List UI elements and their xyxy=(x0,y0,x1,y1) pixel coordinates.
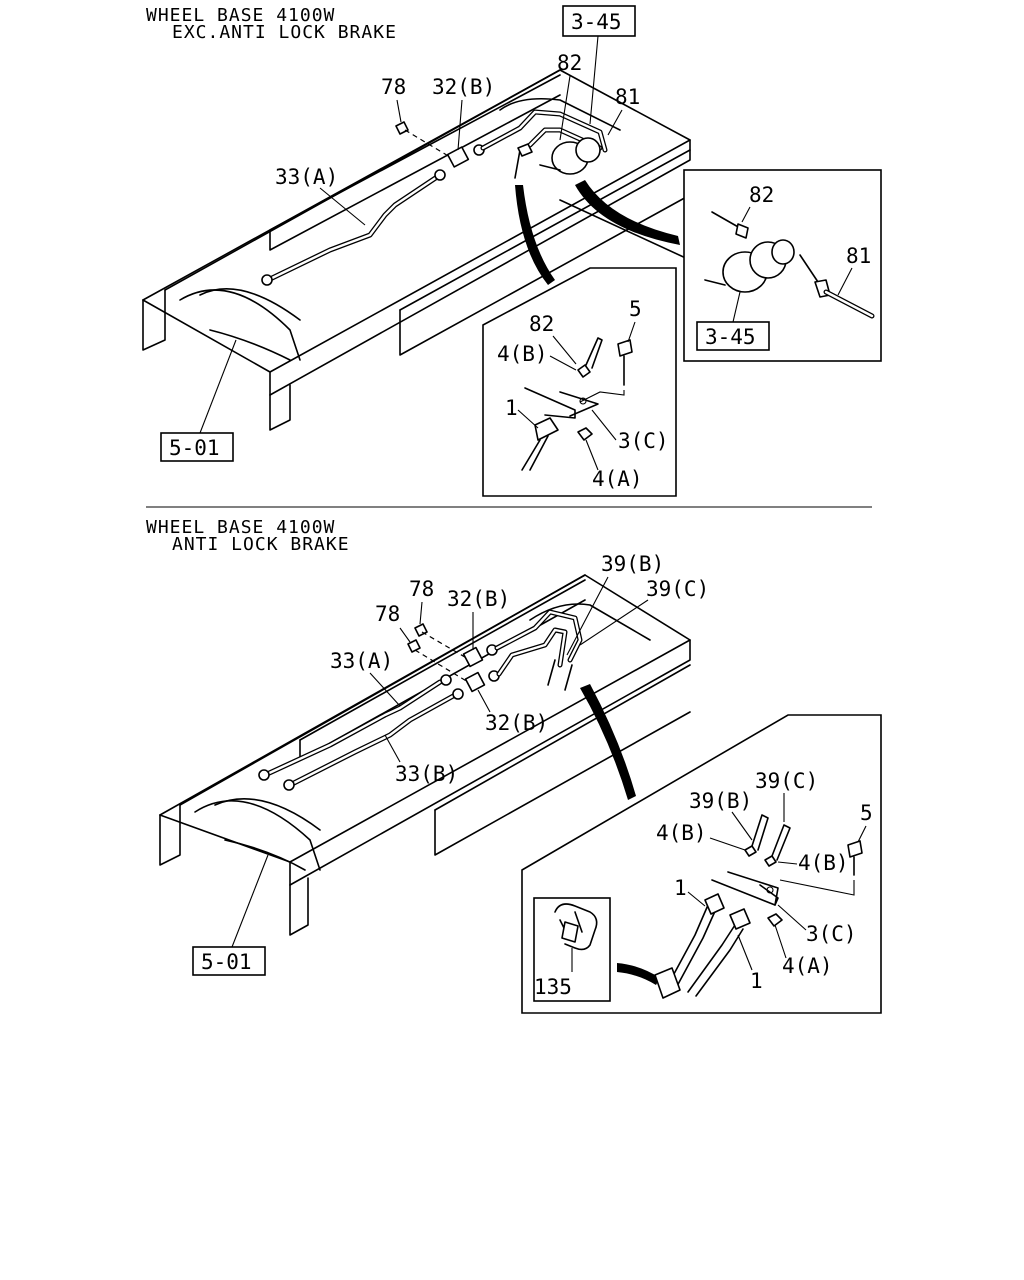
ref-box-5-01-bottom[interactable]: 5-01 xyxy=(192,946,266,976)
detail-bracket-top: 82 5 4(B) 1 3(C) 4(A) xyxy=(482,267,677,497)
label-5-detail-bottom: 5 xyxy=(860,801,873,825)
label-1-right-detail: 1 xyxy=(750,969,763,993)
arrow-to-clip xyxy=(617,963,660,985)
label-4a-detail: 4(A) xyxy=(592,467,643,491)
ref-box-5-01-top[interactable]: 5-01 xyxy=(160,432,234,462)
label-78-top: 78 xyxy=(381,75,406,99)
label-82-top: 82 xyxy=(557,51,582,75)
label-39c-detail: 39(C) xyxy=(755,769,818,793)
label-32b-top: 32(B) xyxy=(432,75,495,99)
pipe-33a-top xyxy=(261,169,446,286)
top-heading-line2: EXC.ANTI LOCK BRAKE xyxy=(172,22,397,43)
label-33a-top: 33(A) xyxy=(275,165,338,189)
ref-box-3-45-top[interactable]: 3-45 xyxy=(562,5,636,37)
label-32b-top-bottom: 32(B) xyxy=(447,587,510,611)
brake-chamber-top xyxy=(514,137,601,179)
label-1-detail: 1 xyxy=(505,396,518,420)
fittings-bottom xyxy=(407,609,583,693)
top-section: WHEEL BASE 4100W EXC.ANTI LOCK BRAKE 3-4… xyxy=(142,5,882,497)
ref-3-45-inset-label: 3-45 xyxy=(705,325,756,349)
frame-rail-top xyxy=(142,69,691,431)
label-1-left-detail: 1 xyxy=(674,876,687,900)
leader-3-45-top xyxy=(589,35,599,125)
top-heading-line1: WHEEL BASE 4100W xyxy=(146,5,335,26)
label-39b-bottom: 39(B) xyxy=(601,552,664,576)
label-4b-right-detail: 4(B) xyxy=(798,851,849,875)
label-33a-bottom: 33(A) xyxy=(330,649,393,673)
label-39c-bottom: 39(C) xyxy=(646,577,709,601)
inset-chamber-top: 82 81 3-45 xyxy=(683,169,882,362)
label-78a-bottom: 78 xyxy=(409,577,434,601)
ref-5-01-bottom-label: 5-01 xyxy=(201,950,252,974)
label-135-clip: 135 xyxy=(534,975,572,999)
label-39b-detail: 39(B) xyxy=(689,789,752,813)
label-4b-detail: 4(B) xyxy=(497,342,548,366)
label-33b-bottom: 33(B) xyxy=(395,762,458,786)
label-32b-lower-bottom: 32(B) xyxy=(485,711,548,735)
label-82-inset: 82 xyxy=(749,183,774,207)
label-81-inset: 81 xyxy=(846,244,871,268)
label-3c-detail-bottom: 3(C) xyxy=(806,922,857,946)
pipes-33-bottom xyxy=(258,674,464,791)
arrow-to-detail-top xyxy=(515,185,555,285)
bottom-heading-line1: WHEEL BASE 4100W xyxy=(146,517,335,538)
detail-bracket-bottom: 135 39(B) 39(C) xyxy=(521,714,882,1014)
arrow-to-inset-top xyxy=(575,180,680,245)
ref-5-01-top-label: 5-01 xyxy=(169,436,220,460)
label-5-detail: 5 xyxy=(629,297,642,321)
ref-3-45-top-label: 3-45 xyxy=(571,10,622,34)
label-78b-bottom: 78 xyxy=(375,602,400,626)
bottom-heading-line2: ANTI LOCK BRAKE xyxy=(172,534,350,555)
label-81-top: 81 xyxy=(615,85,640,109)
label-82-detail: 82 xyxy=(529,312,554,336)
label-3c-detail: 3(C) xyxy=(618,429,669,453)
bottom-section: WHEEL BASE 4100W ANTI LOCK BRAKE xyxy=(146,517,882,1014)
fittings-top xyxy=(395,109,608,168)
label-4b-left-detail: 4(B) xyxy=(656,821,707,845)
label-4a-detail-bottom: 4(A) xyxy=(782,954,833,978)
arrow-to-detail-bottom xyxy=(580,684,636,800)
